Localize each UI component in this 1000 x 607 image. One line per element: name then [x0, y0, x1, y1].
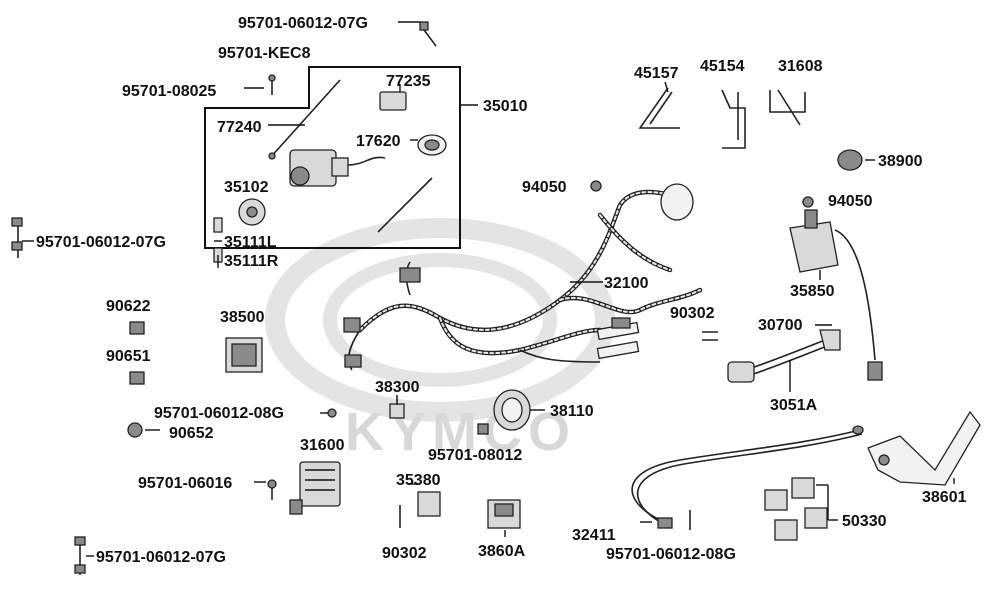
callout-95701-06016: 95701-06016: [138, 475, 232, 492]
callout-32100: 32100: [604, 275, 649, 292]
callout-35380: 35380: [396, 472, 441, 489]
callout-95701-06012-07G-left: 95701-06012-07G: [36, 234, 166, 251]
left-small-parts: [127, 321, 337, 438]
callout-95701-06012-07G-bottom: 95701-06012-07G: [96, 549, 226, 566]
callout-50330: 50330: [842, 513, 887, 530]
callout-90652: 90652: [169, 425, 214, 442]
callout-94050-b: 94050: [828, 193, 873, 210]
callout-35850: 35850: [790, 283, 835, 300]
callout-95701-08025: 95701-08025: [122, 83, 216, 100]
callout-35111R: 35111R: [224, 253, 279, 270]
plug-cap-30700: [702, 324, 841, 392]
callout-95701-06012-07G-top: 95701-06012-07G: [238, 15, 368, 32]
callout-77240: 77240: [217, 119, 262, 136]
callout-77235: 77235: [386, 73, 431, 90]
callout-3860A: 3860A: [478, 543, 526, 560]
callout-35010: 35010: [483, 98, 528, 115]
brackets-top-right: [638, 81, 875, 171]
bracket-38601: [867, 410, 981, 486]
callout-17620: 17620: [356, 133, 401, 150]
ignition-switch-assembly: [213, 79, 447, 268]
fuel-unit-35850: [590, 180, 883, 381]
callout-31608: 31608: [778, 58, 823, 75]
callout-30700: 30700: [758, 317, 803, 334]
callout-labels: 95701-06012-07G 95701-KEC8 95701-08025 7…: [36, 15, 967, 566]
callout-38500: 38500: [220, 309, 265, 326]
callout-38300: 38300: [375, 379, 420, 396]
relay-and-horn: [389, 389, 545, 435]
callout-95701-06012-08G-a: 95701-06012-08G: [154, 405, 284, 422]
wiring-harness-32100: [343, 183, 703, 371]
screw-bottom-left: [74, 536, 94, 575]
callout-3051A: 3051A: [770, 397, 818, 414]
callout-38900: 38900: [878, 153, 923, 170]
callout-95701-08012: 95701-08012: [428, 447, 522, 464]
callout-45154: 45154: [700, 58, 745, 75]
regulator-and-relays: [254, 461, 521, 537]
watermark-text: KYMCO: [345, 402, 576, 462]
kymco-watermark: KYMCO: [265, 218, 615, 462]
callout-32411: 32411: [572, 527, 616, 544]
callout-90651: 90651: [106, 348, 151, 365]
callout-90302-b: 90302: [382, 545, 427, 562]
callout-38110: 38110: [550, 403, 594, 420]
callout-38601: 38601: [922, 489, 967, 506]
battery-cable-32411: [631, 425, 864, 530]
battery-pads-50330: [764, 477, 838, 541]
callout-90302-a: 90302: [670, 305, 715, 322]
callout-31600: 31600: [300, 437, 345, 454]
callout-90622: 90622: [106, 298, 151, 315]
screws-top-left: [11, 21, 437, 258]
callout-95701-KEC8: 95701-KEC8: [218, 45, 311, 62]
callout-35111L: 35111L: [224, 234, 277, 251]
callout-94050-a: 94050: [522, 179, 567, 196]
callout-95701-06012-08G-b: 95701-06012-08G: [606, 546, 736, 563]
callout-35102: 35102: [224, 179, 269, 196]
ignition-kit-frame: [204, 66, 478, 249]
callout-45157: 45157: [634, 65, 679, 82]
